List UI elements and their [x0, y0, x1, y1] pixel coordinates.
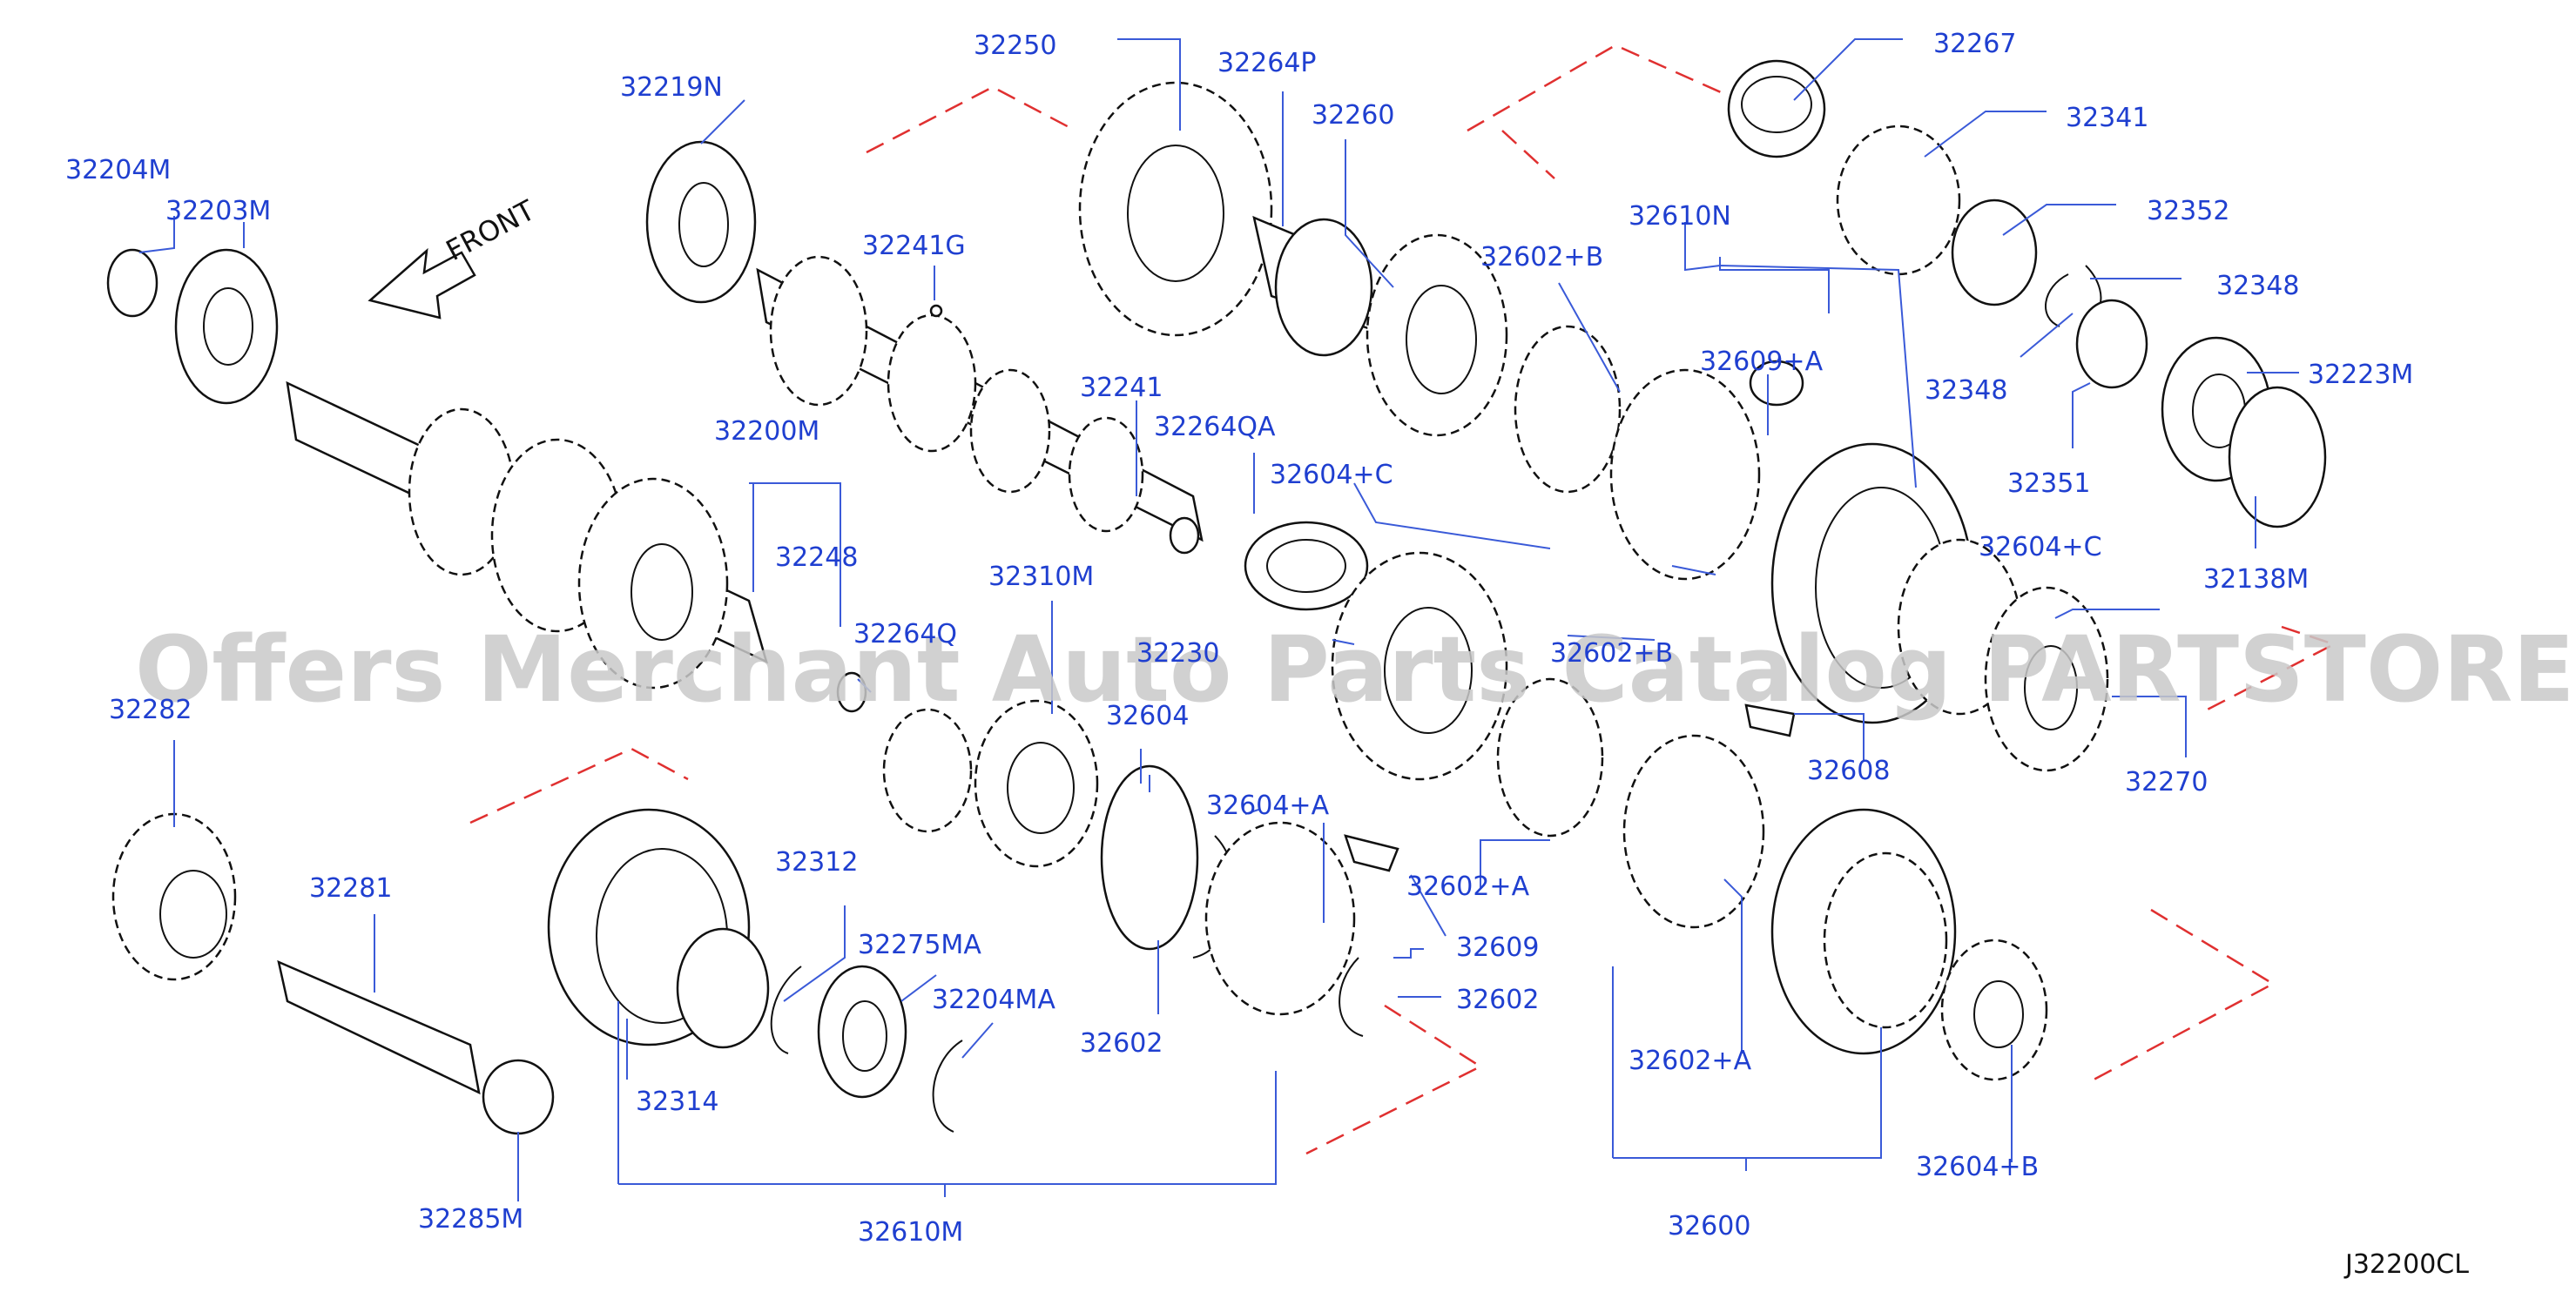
callout-32348-lower: 32348	[1925, 375, 2007, 406]
callout-32267: 32267	[1933, 29, 2016, 59]
dashed-boundaries	[469, 44, 2337, 1155]
callout-32200m: 32200M	[714, 416, 819, 447]
callout-32203m: 32203M	[165, 196, 271, 226]
callout-32230: 32230	[1136, 638, 1219, 669]
callout-32260: 32260	[1312, 100, 1394, 131]
callout-32314: 32314	[636, 1087, 718, 1117]
callout-32608: 32608	[1807, 756, 1890, 786]
callout-32312: 32312	[775, 847, 858, 878]
front-arrow: FRONT	[368, 193, 541, 320]
callout-32310m: 32310M	[988, 562, 1094, 592]
callout-32241g: 32241G	[862, 231, 966, 261]
callout-32264q: 32264Q	[853, 619, 957, 649]
callout-32604c-upper: 32604+C	[1270, 460, 1393, 490]
callout-32352: 32352	[2147, 196, 2229, 226]
callout-32604b: 32604+B	[1916, 1152, 2039, 1182]
callout-32602b-upper: 32602+B	[1480, 242, 1603, 273]
drawing-code: J32200CL	[2343, 1249, 2469, 1280]
callout-32351: 32351	[2007, 468, 2090, 499]
callout-32600: 32600	[1668, 1211, 1750, 1242]
callout-32282: 32282	[109, 695, 192, 725]
callout-32604a: 32604+A	[1206, 791, 1330, 821]
callout-32609: 32609	[1456, 932, 1539, 963]
callout-32223m: 32223M	[2308, 360, 2413, 390]
callout-32610n: 32610N	[1629, 201, 1731, 232]
leader-lines	[138, 38, 2299, 1201]
callout-32602-left: 32602	[1080, 1028, 1163, 1059]
callout-32138m: 32138M	[2203, 564, 2309, 595]
callout-32604: 32604	[1106, 701, 1189, 731]
callout-32275ma: 32275MA	[858, 930, 981, 960]
callout-32604c-right: 32604+C	[1979, 532, 2102, 562]
callout-32264p: 32264P	[1217, 48, 1317, 78]
callout-32602-right: 32602	[1456, 985, 1539, 1015]
callout-32348-upper: 32348	[2216, 271, 2299, 301]
callout-32602b-middle: 32602+B	[1550, 638, 1673, 669]
callout-32219n: 32219N	[620, 72, 723, 103]
callout-32204m: 32204M	[65, 155, 171, 185]
callout-32610m: 32610M	[858, 1217, 963, 1248]
callout-labels: 32250 32264P 32260 32267 32341 32352 323…	[65, 29, 2413, 1248]
callout-32281: 32281	[309, 873, 392, 904]
callout-32264qa: 32264QA	[1154, 412, 1276, 442]
callout-32204ma: 32204MA	[932, 985, 1055, 1015]
callout-32241: 32241	[1080, 373, 1163, 403]
part-drawings	[106, 59, 2327, 1135]
front-label: FRONT	[441, 193, 541, 267]
callout-32250: 32250	[974, 30, 1056, 61]
callout-32341: 32341	[2066, 103, 2148, 133]
callout-32602a-middle: 32602+A	[1406, 871, 1530, 902]
callout-32270: 32270	[2125, 767, 2208, 797]
callout-32609a-upper: 32609+A	[1700, 347, 1824, 377]
callout-32602a-lower: 32602+A	[1629, 1046, 1752, 1076]
callout-32248: 32248	[775, 542, 858, 573]
watermark: Offers Merchant Auto Parts Catalog PARTS…	[135, 616, 2576, 723]
callout-32285m: 32285M	[418, 1204, 523, 1235]
